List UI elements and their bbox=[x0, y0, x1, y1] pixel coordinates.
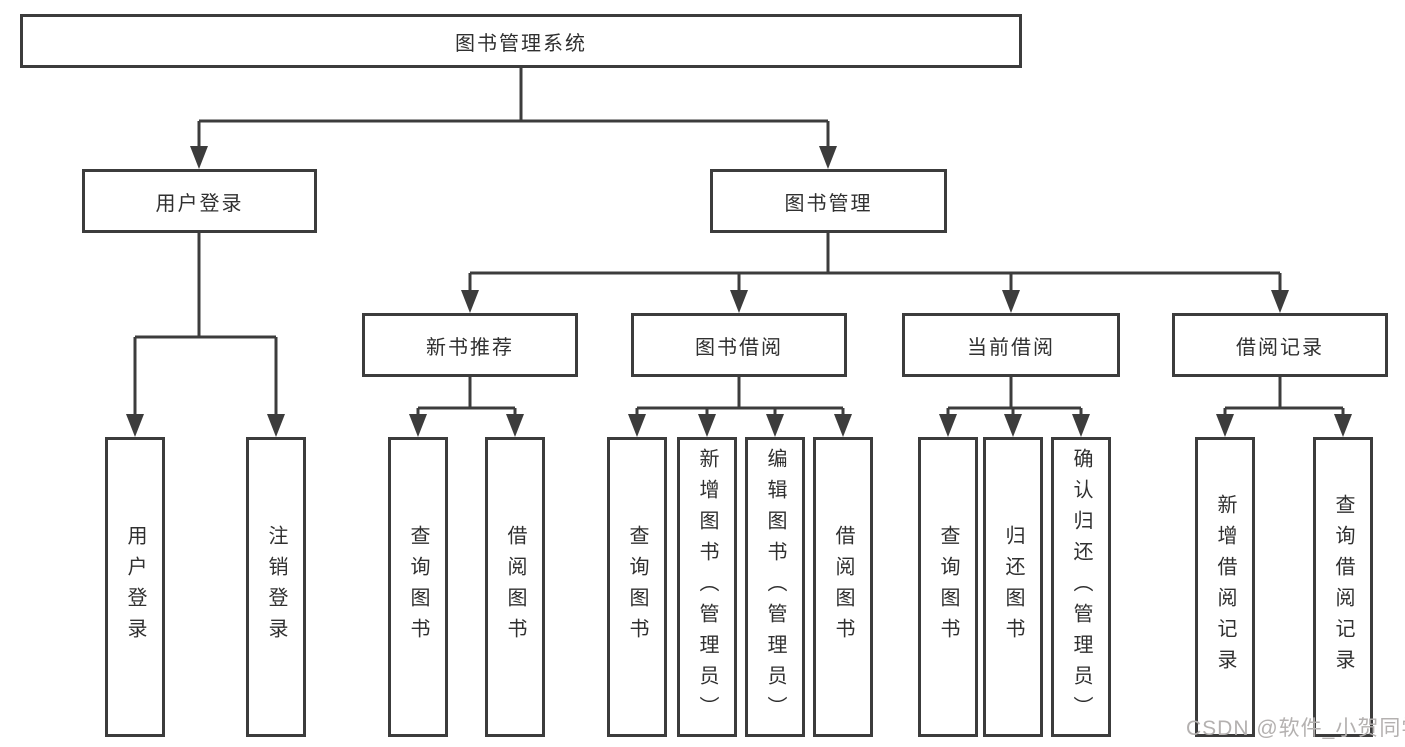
arrowhead bbox=[409, 414, 427, 437]
leaf-add-book-admin: 新增图书（管理员） bbox=[677, 437, 737, 737]
node-label: 查询图书 bbox=[407, 525, 429, 649]
node-new-book-recommend: 新书推荐 bbox=[362, 313, 578, 377]
arrowhead bbox=[766, 414, 784, 437]
arrowhead bbox=[834, 414, 852, 437]
leaf-query-books-recommend: 查询图书 bbox=[388, 437, 448, 737]
arrowhead bbox=[461, 290, 479, 313]
arrowhead bbox=[1072, 414, 1090, 437]
arrowhead bbox=[939, 414, 957, 437]
leaf-borrow-books: 借阅图书 bbox=[813, 437, 873, 737]
node-label: 用户登录 bbox=[124, 525, 146, 649]
node-label: 编辑图书（管理员） bbox=[764, 447, 786, 727]
node-label: 用户登录 bbox=[155, 192, 244, 215]
node-book-borrowing: 图书借阅 bbox=[631, 313, 847, 377]
node-book-management: 图书管理 bbox=[710, 169, 947, 233]
node-label: 借阅图书 bbox=[504, 525, 526, 649]
node-root-system: 图书管理系统 bbox=[20, 14, 1022, 68]
leaf-query-borrow-record: 查询借阅记录 bbox=[1313, 437, 1373, 737]
node-label: 新增借阅记录 bbox=[1214, 494, 1236, 680]
arrowhead bbox=[698, 414, 716, 437]
leaf-confirm-return-admin: 确认归还（管理员） bbox=[1051, 437, 1111, 737]
leaf-query-books-borrow: 查询图书 bbox=[607, 437, 667, 737]
node-current-borrowing: 当前借阅 bbox=[902, 313, 1120, 377]
arrowhead bbox=[1004, 414, 1022, 437]
arrowhead bbox=[190, 146, 208, 169]
arrowhead bbox=[1271, 290, 1289, 313]
leaf-borrow-books-recommend: 借阅图书 bbox=[485, 437, 545, 737]
csdn-watermark: CSDN @软件_小贺同学 bbox=[1186, 717, 1405, 740]
arrowhead bbox=[1002, 290, 1020, 313]
arrowhead bbox=[819, 146, 837, 169]
node-label: 当前借阅 bbox=[967, 336, 1055, 359]
leaf-logout: 注销登录 bbox=[246, 437, 306, 737]
node-label: 查询借阅记录 bbox=[1332, 494, 1354, 680]
node-label: 确认归还（管理员） bbox=[1070, 447, 1092, 727]
arrowhead bbox=[628, 414, 646, 437]
node-user-login: 用户登录 bbox=[82, 169, 317, 233]
node-label: 借阅记录 bbox=[1236, 336, 1324, 359]
node-label: 借阅图书 bbox=[832, 525, 854, 649]
leaf-edit-book-admin: 编辑图书（管理员） bbox=[745, 437, 805, 737]
arrowhead bbox=[1216, 414, 1234, 437]
node-label: 图书借阅 bbox=[695, 336, 783, 359]
leaf-return-books: 归还图书 bbox=[983, 437, 1043, 737]
node-label: 新增图书（管理员） bbox=[696, 447, 718, 727]
leaf-query-books-current: 查询图书 bbox=[918, 437, 978, 737]
arrowhead bbox=[267, 414, 285, 437]
node-label: 图书管理系统 bbox=[455, 32, 587, 55]
node-label: 新书推荐 bbox=[426, 336, 514, 359]
arrowhead bbox=[126, 414, 144, 437]
arrowhead bbox=[1334, 414, 1352, 437]
arrowhead bbox=[506, 414, 524, 437]
leaf-add-borrow-record: 新增借阅记录 bbox=[1195, 437, 1255, 737]
node-label: 注销登录 bbox=[265, 525, 287, 649]
node-label: 图书管理 bbox=[784, 192, 873, 215]
node-borrowing-records: 借阅记录 bbox=[1172, 313, 1388, 377]
node-label: 查询图书 bbox=[626, 525, 648, 649]
node-label: 归还图书 bbox=[1002, 525, 1024, 649]
node-label: 查询图书 bbox=[937, 525, 959, 649]
leaf-user-login: 用户登录 bbox=[105, 437, 165, 737]
arrowhead bbox=[730, 290, 748, 313]
